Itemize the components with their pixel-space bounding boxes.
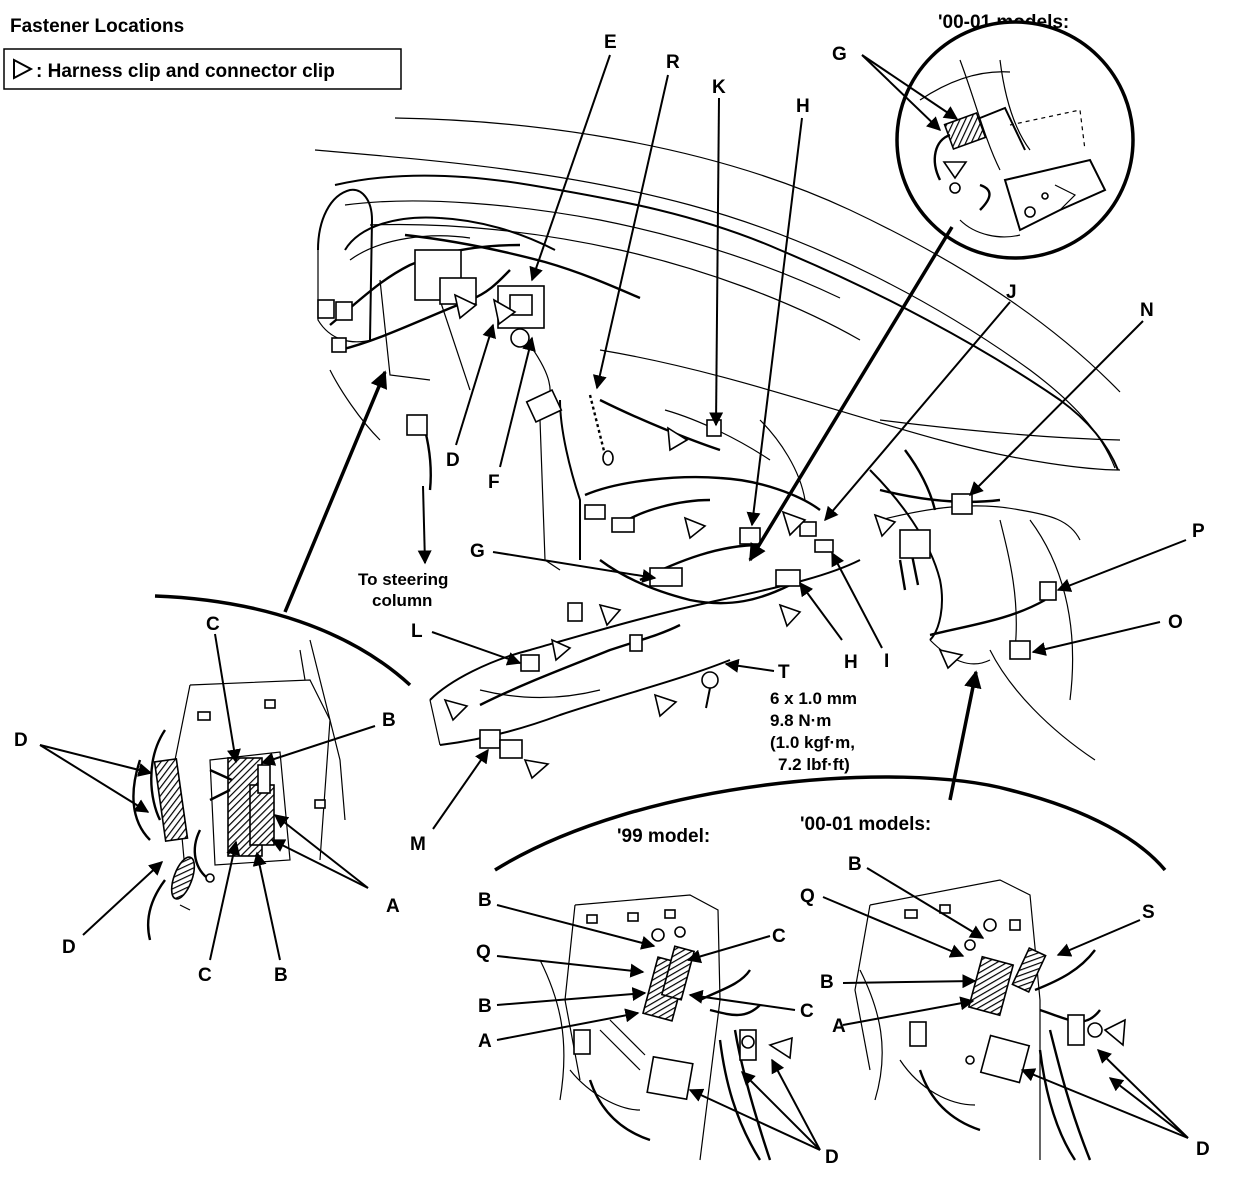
label-n: N [1140,300,1154,321]
inset-99-title: '99 model: [617,826,710,847]
label-q-99: Q [476,942,491,963]
label-g-top: G [832,44,847,65]
to-steering-column-callout: To steering column [358,570,448,610]
panel-99 [539,894,793,1161]
label-d-left-bottom: D [62,937,76,958]
torque-spec-line3: (1.0 kgf·m, [770,733,855,752]
label-p: P [1192,521,1205,542]
torque-spec-line2: 9.8 N·m [770,711,831,730]
label-d-99: D [825,1147,839,1168]
legend-box: : Harness clip and connector clip [3,48,402,90]
label-a-0001: A [832,1016,846,1037]
part-labels: E R K H G J N P O T H I G L M D F C B D … [14,32,1210,1168]
label-b-0001-top: B [848,854,862,875]
to-steering-line2: column [372,591,432,610]
label-t: T [778,662,790,683]
label-s: S [1142,902,1155,923]
label-d-main: D [446,450,460,471]
label-i: I [884,651,889,672]
label-b-0001-mid: B [820,972,834,993]
panel-0001 [854,879,1126,1161]
legend-text: : Harness clip and connector clip [36,61,335,82]
label-c-99-mid: C [800,1001,814,1022]
label-b-99-mid: B [478,996,492,1017]
label-a-99: A [478,1031,492,1052]
label-a-left: A [386,896,400,917]
label-d-0001: D [1196,1139,1210,1160]
label-q-0001: Q [800,886,815,907]
label-h-mid: H [844,652,858,673]
label-m: M [410,834,426,855]
label-d-left-top: D [14,730,28,751]
label-c-left-bottom: C [198,965,212,986]
torque-spec-line4: 7.2 lbf·ft) [778,755,850,774]
to-steering-line1: To steering [358,570,448,589]
label-c-left-top: C [206,614,220,635]
harness-clip-legend-icon [13,58,34,80]
leader-lines [39,54,1189,1151]
torque-spec-line1: 6 x 1.0 mm [770,689,857,708]
view-pointer-arrows [283,226,982,801]
label-g-mid: G [470,541,485,562]
label-c-99-top: C [772,926,786,947]
label-b-left-bottom: B [274,965,288,986]
label-j: J [1006,282,1017,303]
inset-bottom: '99 model: '00-01 models: [494,775,1167,1161]
inset-0001-bottom-title: '00-01 models: [800,814,931,835]
inset-left [132,594,412,941]
torque-spec-callout: 6 x 1.0 mm 9.8 N·m (1.0 kgf·m, 7.2 lbf·f… [770,689,857,774]
label-r: R [666,52,680,73]
label-f: F [488,472,500,493]
label-o: O [1168,612,1183,633]
label-l: L [411,621,423,642]
dash-connectors [317,249,1057,759]
label-k: K [712,77,726,98]
harness-clip-markers [443,293,964,780]
inset-top-right: '00-01 models: [895,12,1135,260]
label-b-99-top: B [478,890,492,911]
label-b-left-top: B [382,710,396,731]
label-e: E [604,32,617,53]
label-h-top: H [796,96,810,117]
page-title: Fastener Locations [10,16,184,37]
